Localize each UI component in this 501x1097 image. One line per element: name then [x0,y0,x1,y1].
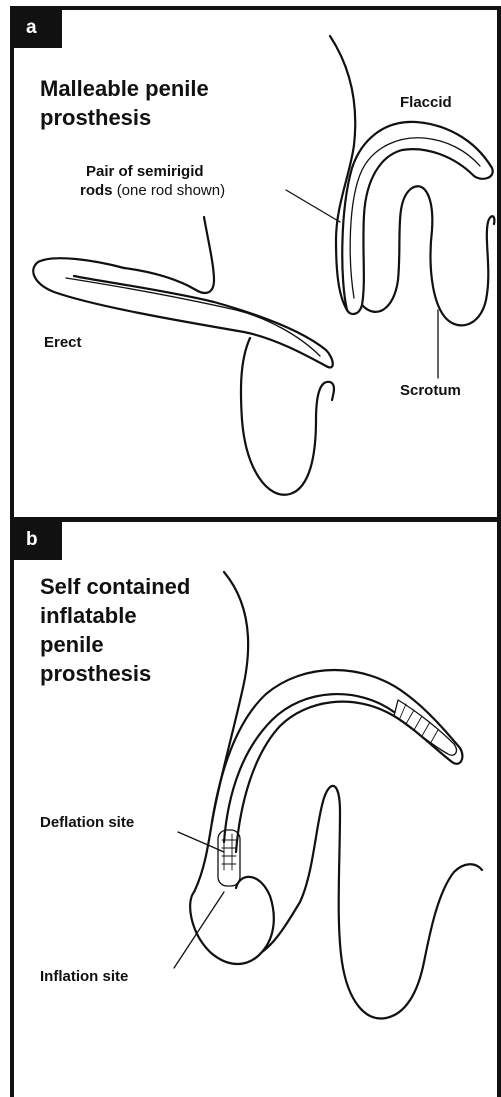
inflatable-penis-outer [212,670,462,852]
panel-b-title-line3: penile [40,630,104,660]
inflatable-scrotum-right [262,786,482,1019]
deflation-pointer-line [178,832,224,852]
panel-b-title-line1: Self contained [40,572,190,602]
panel-b-title-line4: prosthesis [40,659,151,689]
flaccid-rod [350,138,480,298]
label-inflation-site: Inflation site [40,968,128,986]
flaccid-scrotum [362,186,494,325]
flaccid-penis-outline [342,122,492,314]
panel-a-title-line1: Malleable penile [40,74,209,104]
inflatable-scrotum [190,877,274,964]
label-rods-line1: Pair of semirigid [86,163,204,181]
label-flaccid: Flaccid [400,94,452,112]
panel-a-title-line2: prosthesis [40,103,151,133]
label-rods-line2: rods (one rod shown) [80,182,225,200]
label-deflation-site: Deflation site [40,814,134,832]
label-erect: Erect [44,334,82,352]
panel-b: b Self contained inflatable penile pros [10,522,501,1097]
label-rods-note: (one rod shown) [117,182,225,199]
erect-scrotum [241,338,334,495]
tip-reservoir [394,700,456,755]
label-rods-word: rods [80,182,113,199]
panel-b-title-line2: inflatable [40,601,137,631]
rods-pointer-line [286,190,340,222]
inflatable-penis-inner [224,694,394,842]
panel-a: a Malleable penile prosthesis Flaccid Pa… [10,6,501,522]
erect-body-contour [124,217,214,293]
label-scrotum: Scrotum [400,382,461,400]
